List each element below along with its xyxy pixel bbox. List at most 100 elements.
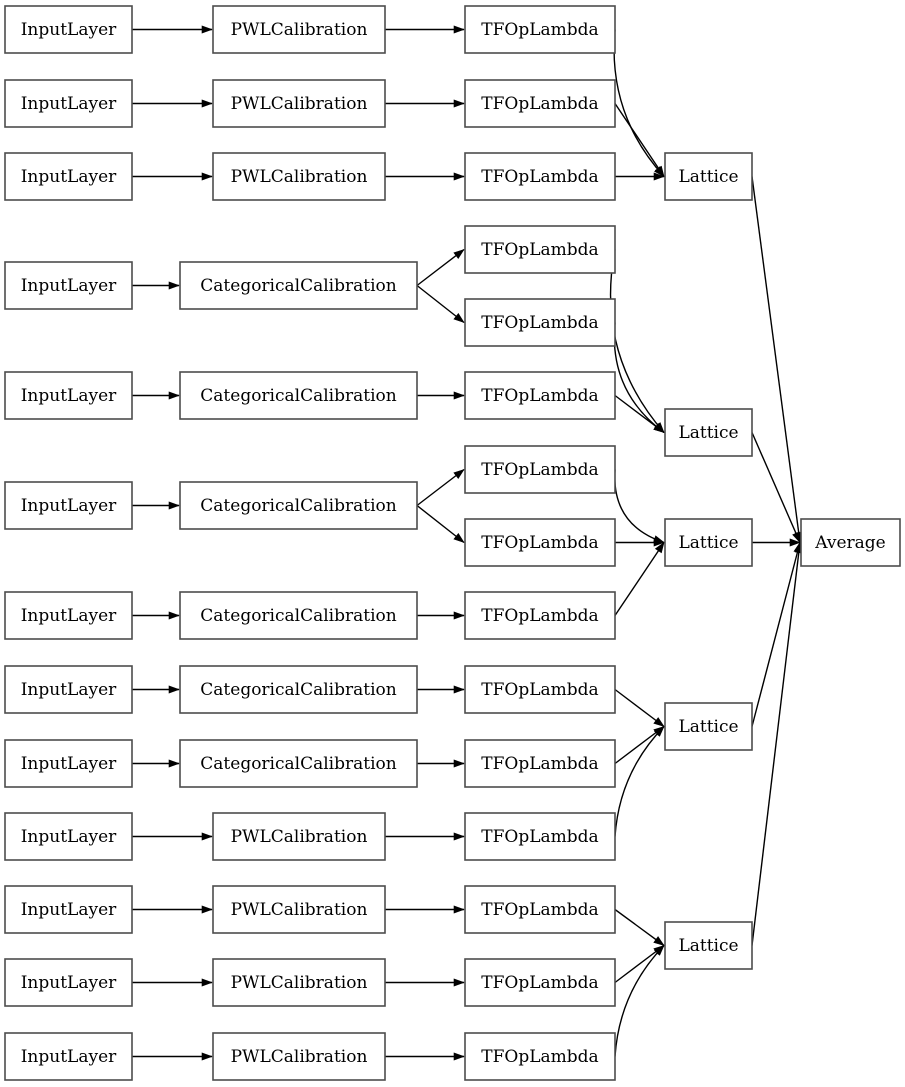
node-box[interactable] [212, 5, 386, 54]
node-box[interactable] [4, 371, 133, 420]
node-in5[interactable]: InputLayer [4, 371, 133, 420]
node-lat2[interactable]: Lattice [664, 408, 753, 457]
node-op14[interactable]: TFOpLambda [464, 958, 616, 1007]
node-box[interactable] [464, 225, 616, 274]
node-cal13[interactable]: PWLCalibration [212, 1032, 386, 1081]
node-label: TFOpLambda [481, 386, 598, 406]
node-in3[interactable]: InputLayer [4, 152, 133, 201]
edge-cal6-to-op7 [416, 468, 465, 507]
node-op6[interactable]: TFOpLambda [464, 371, 616, 420]
node-in6[interactable]: InputLayer [4, 481, 133, 530]
node-box[interactable] [4, 79, 133, 128]
node-cal7[interactable]: CategoricalCalibration [179, 591, 418, 640]
node-layer: InputLayerInputLayerInputLayerInputLayer… [4, 5, 901, 1081]
node-in7[interactable]: InputLayer [4, 591, 133, 640]
node-box[interactable] [4, 885, 133, 934]
node-box[interactable] [212, 1032, 386, 1081]
node-box[interactable] [464, 5, 616, 54]
node-op7[interactable]: TFOpLambda [464, 445, 616, 494]
node-box[interactable] [4, 812, 133, 861]
node-op12[interactable]: TFOpLambda [464, 812, 616, 861]
node-in2[interactable]: InputLayer [4, 79, 133, 128]
node-box[interactable] [4, 261, 133, 310]
node-op9[interactable]: TFOpLambda [464, 591, 616, 640]
node-box[interactable] [464, 79, 616, 128]
node-box[interactable] [179, 481, 418, 530]
node-op3[interactable]: TFOpLambda [464, 152, 616, 201]
node-box[interactable] [464, 445, 616, 494]
node-op13[interactable]: TFOpLambda [464, 885, 616, 934]
node-box[interactable] [664, 921, 753, 970]
node-box[interactable] [464, 371, 616, 420]
node-op2[interactable]: TFOpLambda [464, 79, 616, 128]
node-cal12[interactable]: PWLCalibration [212, 958, 386, 1007]
node-box[interactable] [212, 958, 386, 1007]
node-in1[interactable]: InputLayer [4, 5, 133, 54]
node-box[interactable] [179, 591, 418, 640]
node-box[interactable] [179, 739, 418, 788]
node-in11[interactable]: InputLayer [4, 885, 133, 934]
node-op4[interactable]: TFOpLambda [464, 225, 616, 274]
node-box[interactable] [664, 702, 753, 751]
node-box[interactable] [4, 5, 133, 54]
node-box[interactable] [4, 152, 133, 201]
node-box[interactable] [179, 261, 418, 310]
node-cal5[interactable]: CategoricalCalibration [179, 371, 418, 420]
node-cal3[interactable]: PWLCalibration [212, 152, 386, 201]
node-in9[interactable]: InputLayer [4, 739, 133, 788]
node-box[interactable] [464, 152, 616, 201]
node-box[interactable] [4, 739, 133, 788]
node-avg[interactable]: Average [800, 518, 901, 567]
node-in10[interactable]: InputLayer [4, 812, 133, 861]
node-box[interactable] [464, 665, 616, 714]
node-op8[interactable]: TFOpLambda [464, 518, 616, 567]
node-box[interactable] [464, 885, 616, 934]
edge-cal8-to-op10 [417, 685, 465, 694]
node-cal11[interactable]: PWLCalibration [212, 885, 386, 934]
node-op5[interactable]: TFOpLambda [464, 298, 616, 347]
node-in8[interactable]: InputLayer [4, 665, 133, 714]
node-cal10[interactable]: PWLCalibration [212, 812, 386, 861]
node-box[interactable] [4, 958, 133, 1007]
node-box[interactable] [464, 591, 616, 640]
node-box[interactable] [212, 79, 386, 128]
node-in13[interactable]: InputLayer [4, 1032, 133, 1081]
node-box[interactable] [179, 371, 418, 420]
node-lat1[interactable]: Lattice [664, 152, 753, 201]
node-box[interactable] [464, 812, 616, 861]
node-cal1[interactable]: PWLCalibration [212, 5, 386, 54]
node-cal8[interactable]: CategoricalCalibration [179, 665, 418, 714]
node-box[interactable] [800, 518, 901, 567]
node-box[interactable] [464, 1032, 616, 1081]
node-box[interactable] [664, 408, 753, 457]
node-op15[interactable]: TFOpLambda [464, 1032, 616, 1081]
node-box[interactable] [4, 665, 133, 714]
node-cal9[interactable]: CategoricalCalibration [179, 739, 418, 788]
node-box[interactable] [4, 1032, 133, 1081]
node-box[interactable] [464, 739, 616, 788]
node-box[interactable] [4, 481, 133, 530]
node-op11[interactable]: TFOpLambda [464, 739, 616, 788]
node-cal2[interactable]: PWLCalibration [212, 79, 386, 128]
node-cal4[interactable]: CategoricalCalibration [179, 261, 418, 310]
node-box[interactable] [664, 152, 753, 201]
node-box[interactable] [179, 665, 418, 714]
node-op1[interactable]: TFOpLambda [464, 5, 616, 54]
node-lat4[interactable]: Lattice [664, 702, 753, 751]
node-op10[interactable]: TFOpLambda [464, 665, 616, 714]
edge-cal10-to-op12 [385, 832, 465, 841]
node-cal6[interactable]: CategoricalCalibration [179, 481, 418, 530]
node-box[interactable] [464, 518, 616, 567]
node-box[interactable] [212, 885, 386, 934]
node-lat3[interactable]: Lattice [664, 518, 753, 567]
node-box[interactable] [464, 298, 616, 347]
node-box[interactable] [4, 591, 133, 640]
node-box[interactable] [664, 518, 753, 567]
node-in12[interactable]: InputLayer [4, 958, 133, 1007]
node-box[interactable] [212, 812, 386, 861]
node-in4[interactable]: InputLayer [4, 261, 133, 310]
node-box[interactable] [464, 958, 616, 1007]
node-box[interactable] [212, 152, 386, 201]
node-lat5[interactable]: Lattice [664, 921, 753, 970]
edge-line [614, 103, 665, 177]
